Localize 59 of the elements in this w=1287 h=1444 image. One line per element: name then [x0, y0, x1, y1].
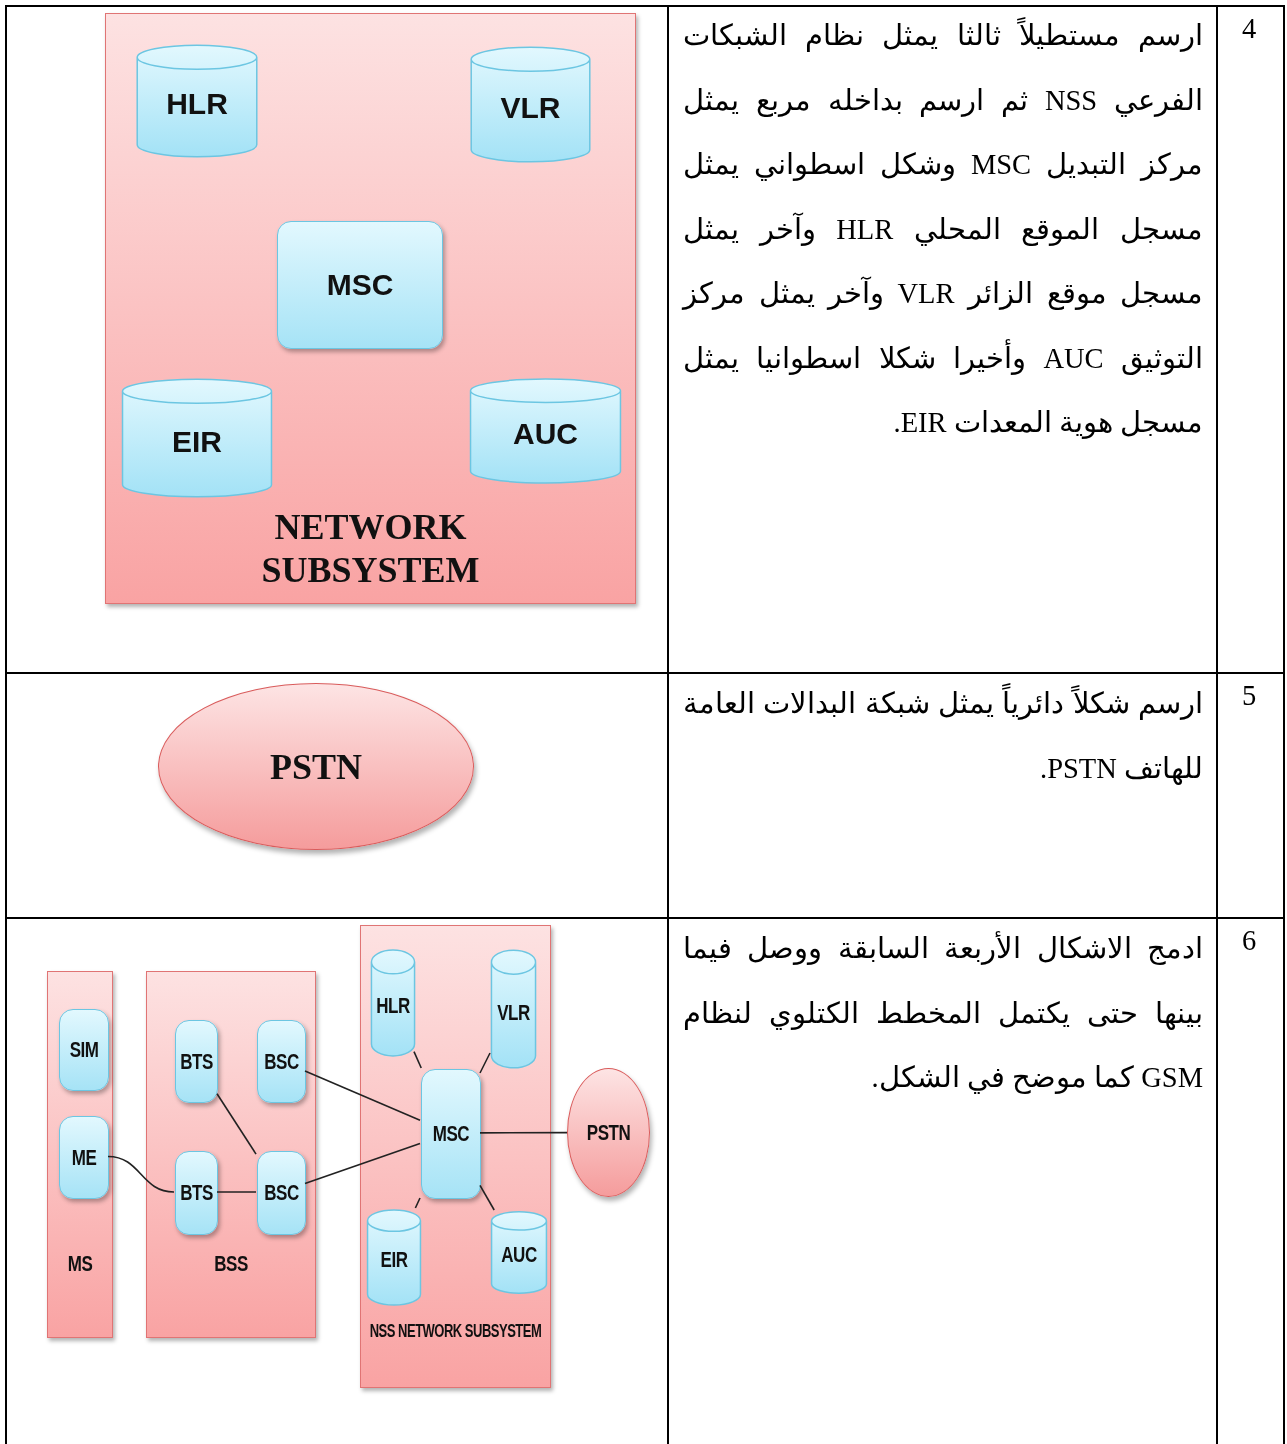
node-label: PSTN — [270, 745, 362, 788]
node-label: EIR — [380, 1246, 408, 1274]
node-label: BSC — [264, 1179, 299, 1207]
node-label: AUC — [501, 1241, 537, 1269]
connector-line — [413, 1050, 423, 1069]
database-cylinder — [491, 949, 536, 1069]
component-box — [59, 1116, 109, 1199]
database-cylinder — [469, 378, 622, 484]
node-label: SIM — [69, 1036, 99, 1064]
database-cylinder — [367, 1209, 421, 1306]
database-cylinder — [470, 46, 591, 163]
database-cylinder — [136, 44, 258, 158]
panel-title: NSS NETWORK SUBSYSTEM — [369, 1321, 542, 1343]
node-label: VLR — [497, 999, 530, 1027]
connector-line — [304, 1070, 421, 1121]
component-box — [175, 1151, 218, 1235]
subsystem-panel — [105, 13, 636, 604]
component-box — [175, 1020, 218, 1103]
panel-title: BSS — [214, 1250, 248, 1278]
connector-line — [304, 1142, 421, 1185]
component-box — [59, 1009, 109, 1091]
network-ellipse — [567, 1068, 650, 1197]
node-label: HLR — [166, 87, 228, 122]
instruction-text: ارسم مستطيلاً ثالثا يمثل نظام الشبكات الفرعي NSS ثم ارسم بداخله مربع يمثل مركز التبديل MSC وشكل اسطواني يمثل مسجل الموقع المحلي HLR وآخر يمثل مسجل موقع الزائر VLR وآخر يمثل مركز التوثيق AUC وأخيرا شكلا اسطوانيا يمثل مسجل هوية المعدات EIR. — [683, 4, 1203, 456]
panel-title: NETWORK SUBSYSTEM — [260, 506, 481, 593]
node-label: BSC — [264, 1048, 299, 1075]
node-label: ME — [71, 1144, 97, 1171]
row-number: 6 — [1242, 924, 1257, 958]
component-box — [257, 1020, 306, 1103]
node-label: EIR — [172, 424, 222, 459]
connector-line — [479, 1131, 568, 1134]
connector-line — [216, 1191, 257, 1193]
node-label: VLR — [500, 91, 561, 125]
component-box — [421, 1069, 481, 1199]
subsystem-panel — [47, 971, 113, 1338]
row-number: 4 — [1242, 12, 1257, 46]
subsystem-panel — [360, 925, 551, 1388]
connector-line — [479, 1184, 495, 1211]
component-box — [277, 221, 443, 349]
node-label: HLR — [376, 992, 410, 1020]
node-label: MSC — [326, 268, 394, 302]
node-label: BTS — [180, 1048, 213, 1075]
connector-line — [479, 1052, 491, 1074]
instruction-text: ادمج الاشكال الأربعة السابقة ووصل فيما بينها حتى يكتمل المخطط الكتلوي لنظام GSM كما موضح في الشكل. — [683, 930, 1203, 1096]
connector-line — [216, 1092, 257, 1155]
database-cylinder — [491, 1211, 547, 1294]
node-label: MSC — [432, 1120, 470, 1148]
connector-line — [414, 1197, 421, 1209]
subsystem-panel — [146, 971, 316, 1338]
connector-line — [107, 1155, 175, 1193]
database-cylinder — [371, 949, 415, 1057]
instruction-text: ارسم شكلاً دائرياً يمثل شبكة البدالات العامة للهاتف PSTN. — [683, 672, 1203, 801]
node-label: AUC — [513, 417, 578, 452]
node-label: BTS — [180, 1179, 213, 1207]
panel-title: MS — [67, 1250, 93, 1278]
row-number: 5 — [1242, 679, 1257, 713]
node-label: PSTN — [586, 1119, 631, 1146]
component-box — [257, 1151, 306, 1235]
database-cylinder — [121, 378, 273, 498]
